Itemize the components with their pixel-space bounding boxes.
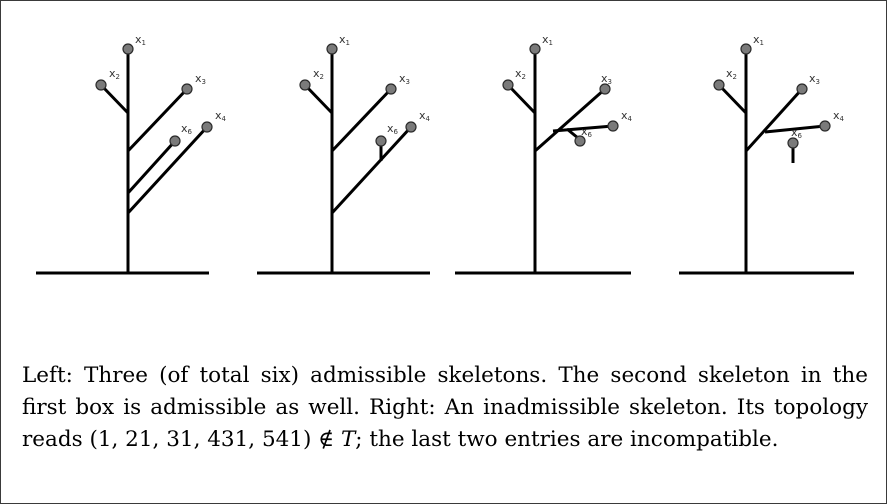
label-x3: x3 [195, 72, 206, 86]
node-x2 [503, 80, 513, 90]
branch-x2 [305, 85, 332, 113]
label-x1: x1 [753, 33, 764, 47]
node-x2 [714, 80, 724, 90]
node-x4 [608, 121, 618, 131]
label-x2: x2 [109, 67, 120, 81]
node-x1 [327, 44, 337, 54]
skeleton-panel-1: x1 x2 x3 x6 x4 [1, 1, 221, 291]
label-x3: x3 [399, 72, 410, 86]
branch-x6 [128, 141, 175, 193]
label-x1: x1 [135, 33, 146, 47]
branch-x2 [101, 85, 128, 113]
node-x1 [123, 44, 133, 54]
node-x6 [170, 136, 180, 146]
node-x3 [182, 84, 192, 94]
skeleton-panel-4: x1 x2 x3 x6 x4 [661, 1, 881, 291]
node-x3 [386, 84, 396, 94]
node-x3 [797, 84, 807, 94]
node-x2 [96, 80, 106, 90]
node-x1 [741, 44, 751, 54]
label-x4: x4 [419, 109, 431, 123]
node-x4 [406, 122, 416, 132]
label-x3: x3 [809, 72, 820, 86]
caption-set-symbol: T [341, 427, 355, 452]
skeleton-panel-2: x1 x2 x3 x6 x4 [221, 1, 441, 291]
label-x6: x6 [181, 122, 193, 136]
label-x2: x2 [515, 67, 526, 81]
branch-x2 [508, 85, 535, 113]
figure-caption: Left: Three (of total six) admissible sk… [22, 360, 868, 456]
skeleton-panel-3: x1 x2 x3 x6 x4 [441, 1, 661, 291]
node-x2 [300, 80, 310, 90]
node-x6 [376, 136, 386, 146]
label-x3: x3 [601, 72, 612, 86]
node-x1 [530, 44, 540, 54]
label-x1: x1 [339, 33, 350, 47]
node-x6 [788, 138, 798, 148]
node-x4 [820, 121, 830, 131]
label-x4: x4 [833, 109, 845, 123]
skeleton-panels: x1 x2 x3 x6 x4 x1 x2 x3 x6 x4 [1, 1, 886, 291]
label-x6: x6 [387, 122, 399, 136]
branch-x3 [535, 89, 605, 151]
caption-text-2: ; the last two entries are incompatible. [355, 427, 778, 452]
node-x4 [202, 122, 212, 132]
label-x4: x4 [621, 109, 633, 123]
label-x2: x2 [726, 67, 737, 81]
label-x2: x2 [313, 67, 324, 81]
label-x1: x1 [542, 33, 553, 47]
branch-x2 [719, 85, 746, 113]
